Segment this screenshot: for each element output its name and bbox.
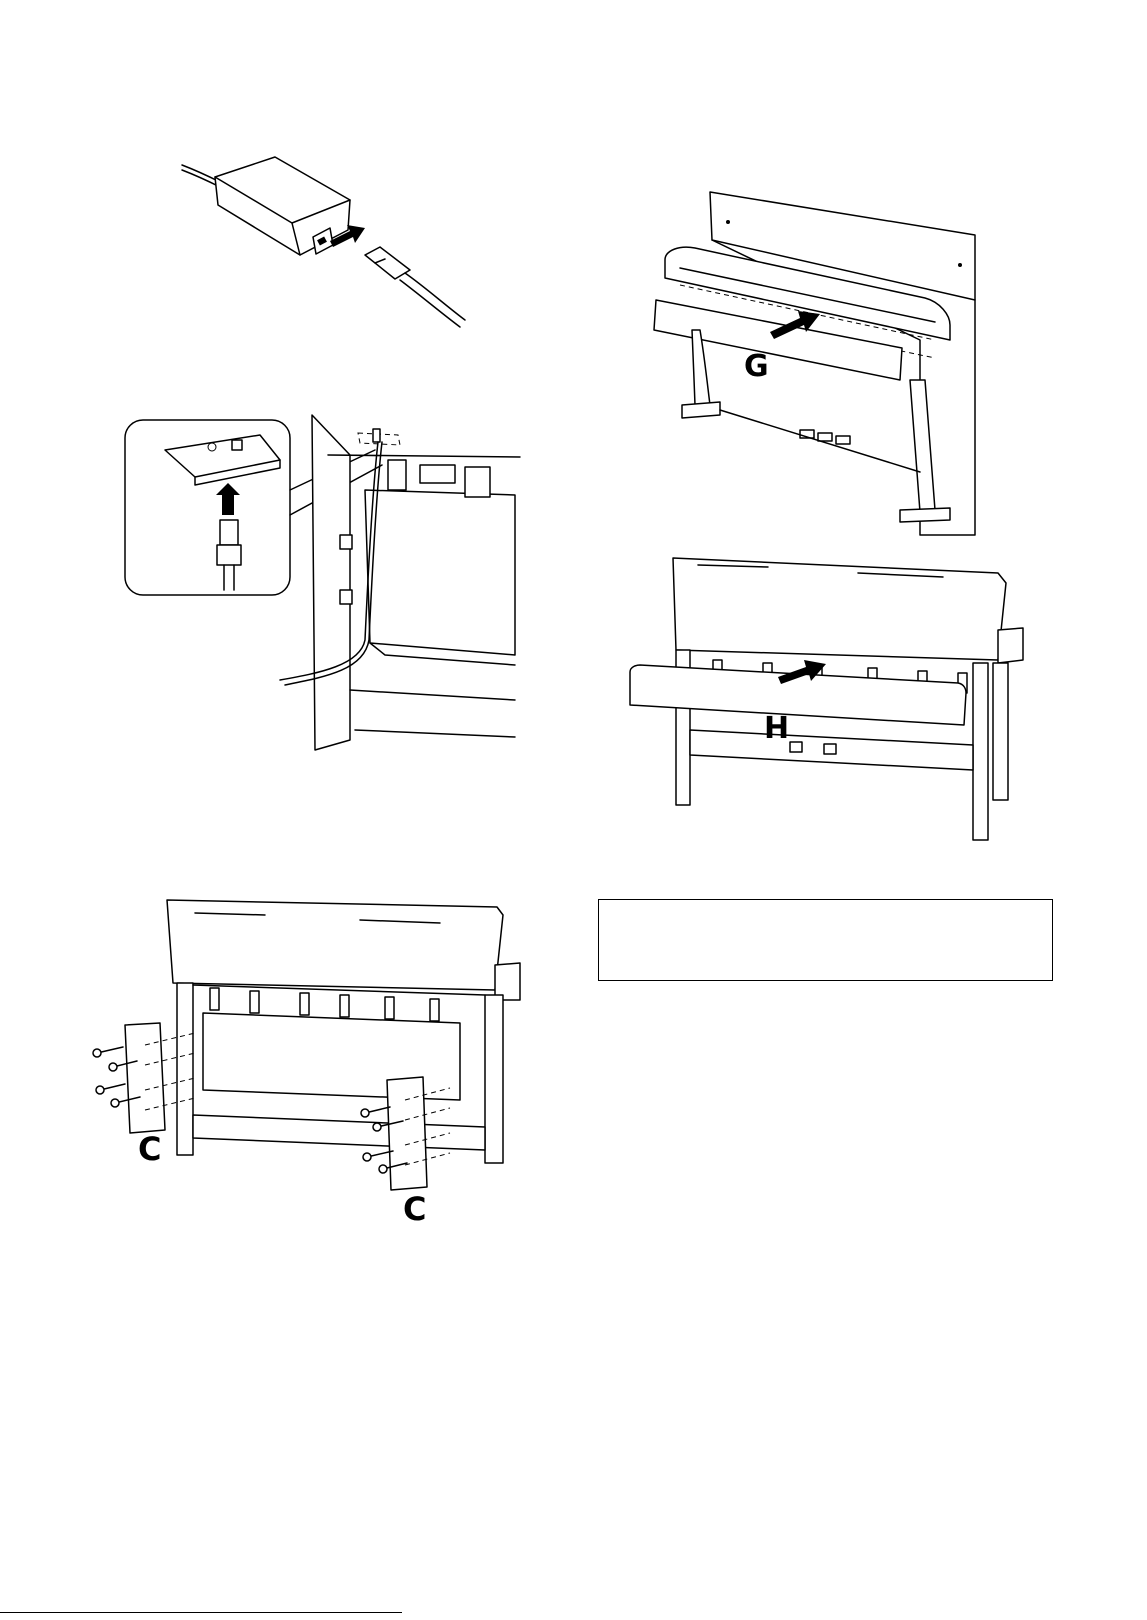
dc-jack-illustration bbox=[120, 415, 520, 755]
footer-rule bbox=[0, 1612, 402, 1613]
part-label-g: G bbox=[744, 352, 769, 382]
figure-front-board bbox=[650, 190, 990, 535]
side-panel-left bbox=[125, 1023, 165, 1133]
part-label-c-right: C bbox=[403, 1193, 426, 1225]
side-panel-right bbox=[387, 1077, 427, 1190]
arrow-icon bbox=[216, 483, 240, 515]
figure-back-board bbox=[628, 555, 1028, 845]
part-label-h: H bbox=[764, 714, 789, 744]
figure-ac-adaptor bbox=[180, 155, 470, 330]
ac-adaptor-illustration bbox=[180, 155, 470, 330]
note-box bbox=[598, 899, 1053, 981]
front-board-illustration bbox=[650, 190, 990, 535]
figure-dc-jack bbox=[120, 415, 520, 755]
part-label-c-left: C bbox=[138, 1133, 161, 1165]
back-board-illustration bbox=[628, 555, 1028, 845]
